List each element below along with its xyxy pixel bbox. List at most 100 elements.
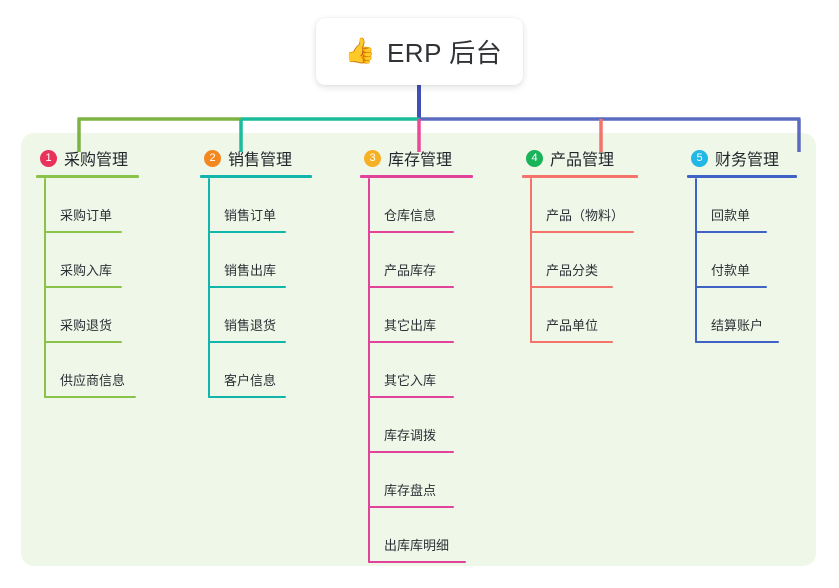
leaf-node-underline [368, 506, 454, 508]
leaf-node-label: 销售出库 [224, 263, 277, 278]
column-items-1: 采购订单采购入库采购退货供应商信息 [36, 178, 139, 398]
leaf-node[interactable]: 结算账户 [687, 288, 797, 343]
column-badge-5: 5 [691, 149, 708, 167]
column-underline-1 [36, 175, 139, 178]
leaf-node[interactable]: 采购退货 [36, 288, 139, 343]
leaf-node-label: 采购入库 [60, 263, 113, 278]
leaf-node-label: 付款单 [711, 263, 751, 278]
leaf-node-label: 销售订单 [224, 208, 277, 223]
column-items-2: 销售订单销售出库销售退货客户信息 [200, 178, 312, 398]
leaf-node-underline [44, 286, 122, 288]
leaf-node-label: 回款单 [711, 208, 751, 223]
leaf-node[interactable]: 销售退货 [200, 288, 312, 343]
leaf-node-underline [530, 286, 613, 288]
leaf-node-label: 产品分类 [546, 263, 599, 278]
column-underline-2 [200, 175, 312, 178]
leaf-node-underline [368, 231, 454, 233]
leaf-node-underline [208, 396, 286, 398]
leaf-node[interactable]: 库存盘点 [360, 453, 473, 508]
root-node-title: ERP 后台 [386, 38, 503, 68]
leaf-node[interactable]: 回款单 [687, 178, 797, 233]
column-badge-1: 1 [40, 149, 57, 167]
column-title-3: 库存管理 [388, 152, 453, 169]
leaf-node-underline [695, 231, 767, 233]
leaf-node-label: 产品单位 [546, 318, 599, 333]
leaf-node-label: 采购退货 [60, 318, 113, 333]
column-5: 5 财务管理回款单付款单结算账户 [687, 147, 797, 343]
background-panel [21, 133, 816, 566]
leaf-node[interactable]: 采购入库 [36, 233, 139, 288]
leaf-node-label: 出库库明细 [384, 538, 450, 553]
column-badge-2: 2 [204, 149, 221, 167]
leaf-node[interactable]: 其它入库 [360, 343, 473, 398]
leaf-node-label: 库存调拨 [384, 428, 437, 443]
leaf-node-underline [368, 396, 454, 398]
leaf-node[interactable]: 供应商信息 [36, 343, 139, 398]
leaf-node[interactable]: 出库库明细 [360, 508, 473, 563]
leaf-node[interactable]: 产品分类 [522, 233, 638, 288]
leaf-node-label: 客户信息 [224, 373, 277, 388]
leaf-node-label: 库存盘点 [384, 483, 437, 498]
column-items-3: 仓库信息产品库存其它出库其它入库库存调拨库存盘点出库库明细 [360, 178, 473, 563]
column-header-5[interactable]: 5 财务管理 [687, 147, 797, 169]
leaf-node[interactable]: 库存调拨 [360, 398, 473, 453]
leaf-node-underline [530, 341, 613, 343]
column-underline-4 [522, 175, 638, 178]
leaf-node[interactable]: 销售出库 [200, 233, 312, 288]
column-header-2[interactable]: 2 销售管理 [200, 147, 312, 169]
column-badge-4: 4 [526, 149, 543, 167]
leaf-node-underline [44, 231, 122, 233]
column-2: 2 销售管理销售订单销售出库销售退货客户信息 [200, 147, 312, 398]
leaf-node[interactable]: 付款单 [687, 233, 797, 288]
leaf-node[interactable]: 产品单位 [522, 288, 638, 343]
root-node-inner: 👍 ERP 后台 [345, 33, 502, 70]
column-header-1[interactable]: 1 采购管理 [36, 147, 139, 169]
column-spine-2 [208, 178, 210, 398]
column-items-4: 产品（物料） 产品分类产品单位 [522, 178, 638, 343]
leaf-node-label: 其它出库 [384, 318, 437, 333]
leaf-node-underline [695, 341, 779, 343]
column-title-5: 财务管理 [715, 152, 780, 169]
leaf-node-underline [695, 286, 767, 288]
leaf-node[interactable]: 仓库信息 [360, 178, 473, 233]
column-underline-5 [687, 175, 797, 178]
leaf-node-underline [44, 396, 136, 398]
column-spine-1 [44, 178, 46, 398]
leaf-node-label: 产品（物料） [546, 208, 625, 223]
column-badge-3: 3 [364, 149, 381, 167]
leaf-node[interactable]: 销售订单 [200, 178, 312, 233]
root-node-card[interactable]: 👍 ERP 后台 [316, 18, 523, 85]
leaf-node-underline [208, 341, 286, 343]
leaf-node[interactable]: 其它出库 [360, 288, 473, 343]
leaf-node-label: 供应商信息 [60, 373, 126, 388]
column-title-1: 采购管理 [64, 152, 129, 169]
column-header-3[interactable]: 3 库存管理 [360, 147, 473, 169]
leaf-node-label: 其它入库 [384, 373, 437, 388]
column-header-4[interactable]: 4 产品管理 [522, 147, 638, 169]
leaf-node-underline [368, 286, 454, 288]
column-spine-3 [368, 178, 370, 563]
leaf-node-label: 仓库信息 [384, 208, 437, 223]
leaf-node-underline [208, 286, 286, 288]
column-spine-4 [530, 178, 532, 343]
leaf-node-label: 采购订单 [60, 208, 113, 223]
thumbs-up-icon: 👍 [344, 37, 376, 65]
column-1: 1 采购管理采购订单采购入库采购退货供应商信息 [36, 147, 139, 398]
leaf-node[interactable]: 产品（物料） [522, 178, 638, 233]
leaf-node-label: 销售退货 [224, 318, 277, 333]
column-underline-3 [360, 175, 473, 178]
leaf-node[interactable]: 采购订单 [36, 178, 139, 233]
column-title-2: 销售管理 [228, 152, 293, 169]
leaf-node-underline [530, 231, 634, 233]
leaf-node-underline [368, 561, 466, 563]
leaf-node[interactable]: 产品库存 [360, 233, 473, 288]
column-title-4: 产品管理 [550, 152, 615, 169]
column-3: 3 库存管理仓库信息产品库存其它出库其它入库库存调拨库存盘点出库库明细 [360, 147, 473, 563]
leaf-node-underline [208, 231, 286, 233]
leaf-node-underline [368, 451, 454, 453]
column-items-5: 回款单付款单结算账户 [687, 178, 797, 343]
column-4: 4 产品管理产品（物料） 产品分类产品单位 [522, 147, 638, 343]
leaf-node[interactable]: 客户信息 [200, 343, 312, 398]
